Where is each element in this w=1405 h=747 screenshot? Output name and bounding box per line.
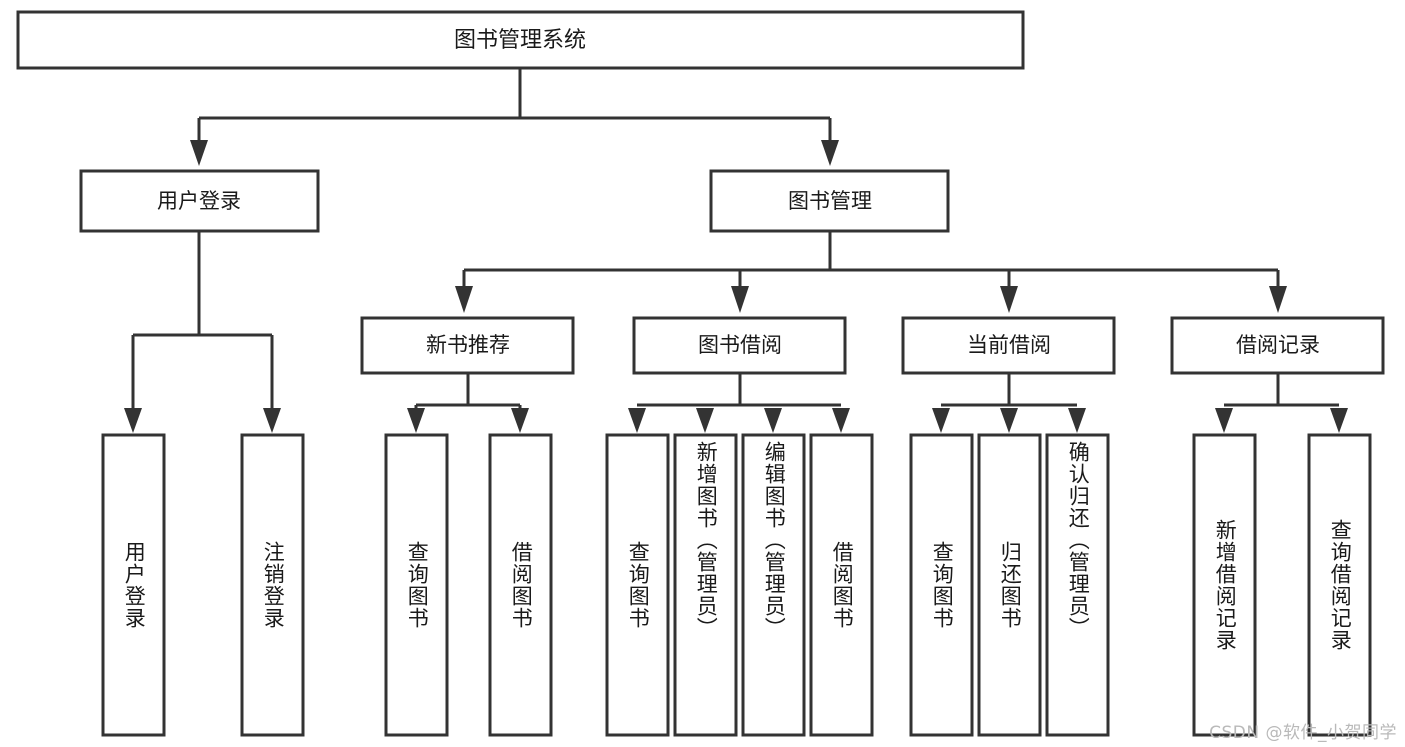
leaf-box-add-borrow-record[interactable]	[1192, 433, 1257, 737]
csdn-watermark: CSDN @软件_小贺同学	[1209, 723, 1397, 743]
node-borrow-record-label: 借阅记录	[1236, 333, 1320, 357]
arrow-login-leaf-1	[124, 408, 142, 433]
arrow-bookmgmt-c2	[731, 286, 749, 313]
leaf-box-return-book[interactable]	[977, 433, 1042, 737]
leaf-box-user-login[interactable]	[101, 433, 166, 737]
node-book-management-label: 图书管理	[788, 189, 872, 213]
arrow-record-leaf-1	[1215, 408, 1233, 433]
node-new-book-recommend[interactable]	[360, 316, 575, 375]
node-book-management[interactable]	[709, 169, 950, 233]
arrow-bookmgmt-c4	[1269, 286, 1287, 313]
leaf-box-borrow-book[interactable]	[809, 433, 874, 737]
leaf-box-add-book-admin[interactable]	[673, 433, 738, 737]
arrow-current-leaf-3	[1068, 408, 1086, 433]
arrow-bookmgmt-c3	[1000, 286, 1018, 313]
arrow-root-to-bookmgmt	[821, 140, 839, 166]
leaf-box-logout[interactable]	[240, 433, 305, 737]
node-root-label: 图书管理系统	[454, 28, 586, 53]
arrow-borrow-leaf-1	[628, 408, 646, 433]
node-current-borrow[interactable]	[901, 316, 1116, 375]
leaf-box-query-book-recommend[interactable]	[384, 433, 449, 737]
arrow-borrow-leaf-2	[696, 408, 714, 433]
arrow-current-leaf-2	[1000, 408, 1018, 433]
node-borrow-record[interactable]	[1170, 316, 1385, 375]
node-new-book-recommend-label: 新书推荐	[426, 333, 510, 357]
leaf-box-confirm-return-admin[interactable]	[1045, 433, 1110, 737]
node-book-borrow-label: 图书借阅	[698, 333, 782, 357]
node-current-borrow-label: 当前借阅	[967, 333, 1051, 357]
node-user-login-label: 用户登录	[157, 189, 241, 213]
node-root[interactable]	[16, 10, 1025, 70]
leaf-box-query-book-borrow[interactable]	[605, 433, 670, 737]
arrow-root-to-login	[190, 140, 208, 166]
arrow-login-leaf-2	[263, 408, 281, 433]
arrow-recommend-leaf-2	[511, 408, 529, 433]
arrow-borrow-leaf-3	[764, 408, 782, 433]
arrow-record-leaf-2	[1330, 408, 1348, 433]
arrow-bookmgmt-c1	[455, 286, 473, 313]
leaf-box-borrow-book-recommend[interactable]	[488, 433, 553, 737]
arrow-recommend-leaf-1	[407, 408, 425, 433]
leaf-box-query-book-current[interactable]	[909, 433, 974, 737]
leaf-box-edit-book-admin[interactable]	[741, 433, 806, 737]
node-book-borrow[interactable]	[632, 316, 847, 375]
arrow-current-leaf-1	[932, 408, 950, 433]
leaf-box-query-borrow-record[interactable]	[1307, 433, 1372, 737]
arrow-borrow-leaf-4	[832, 408, 850, 433]
